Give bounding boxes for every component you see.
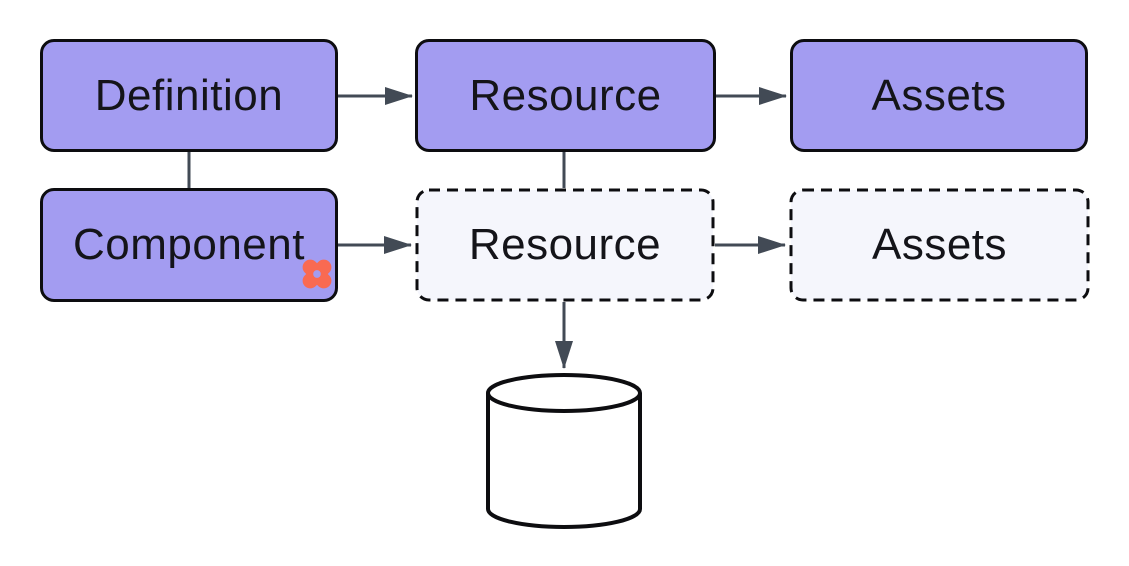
node-assets-top: Assets	[790, 39, 1088, 152]
node-resource-dashed: Resource	[415, 188, 715, 302]
node-assets-dashed-label: Assets	[871, 220, 1008, 269]
node-resource-dashed-label: Resource	[468, 220, 662, 269]
node-resource-top: Resource	[415, 39, 716, 152]
node-resource-top-label: Resource	[469, 70, 662, 120]
dashed-border	[789, 188, 1090, 302]
database-cylinder-icon	[486, 373, 642, 529]
node-component: Component	[40, 188, 338, 302]
node-component-label: Component	[73, 220, 305, 269]
dashed-border	[415, 188, 715, 302]
node-definition-label: Definition	[94, 70, 284, 120]
node-definition: Definition	[40, 39, 338, 152]
dbt-logo-icon	[302, 259, 332, 289]
node-assets-dashed: Assets	[789, 188, 1090, 302]
node-assets-top-label: Assets	[871, 70, 1007, 120]
